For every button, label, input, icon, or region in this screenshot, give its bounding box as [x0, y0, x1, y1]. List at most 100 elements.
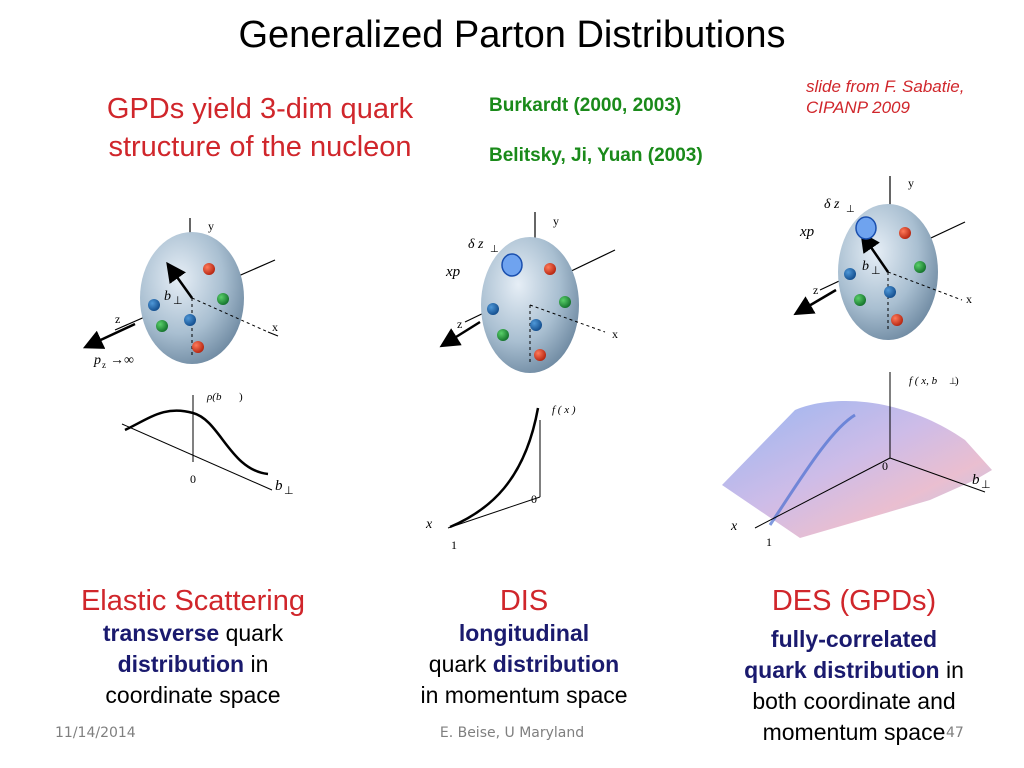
fx-curve: [449, 407, 540, 529]
nucleon-figure-des: y z x δ z ⊥ xp b ⊥: [793, 176, 972, 340]
nucleon-figure-elastic: y z x b ⊥ p z →∞: [82, 218, 279, 370]
axis-x-label: x: [272, 320, 278, 334]
caption-des-line-2: quark distribution in: [744, 657, 964, 683]
one-label: 1: [766, 535, 772, 549]
pz-subscript: z: [102, 360, 106, 370]
fx-label: f ( x ): [552, 404, 576, 416]
probed-quark: [855, 216, 877, 240]
b-perp-subscript: ⊥: [284, 485, 294, 497]
axis-x-label: x: [966, 292, 972, 306]
caption-des-line-1: fully-correlated: [770, 626, 938, 652]
caption-elastic-heading: Elastic Scattering: [80, 585, 306, 617]
caption-des-line-4: momentum space: [762, 719, 946, 745]
reference-belitsky: Belitsky, Ji, Yuan (2003): [489, 145, 703, 166]
x-axis: [447, 496, 541, 529]
axis-y-label: y: [553, 214, 559, 228]
axis-y-label: y: [908, 176, 914, 190]
x-axis-hidden: [191, 297, 269, 333]
caption-des-line-3: both coordinate and: [752, 688, 956, 714]
quark-red: [891, 314, 903, 326]
fxb-label-close: ): [955, 375, 959, 387]
axis-y-label: y: [208, 219, 214, 233]
caption-des-heading: DES (GPDs): [771, 585, 937, 617]
quark-green: [217, 293, 229, 305]
gpd-surface: [722, 401, 992, 538]
xp-label: xp: [799, 224, 815, 240]
footer-page-number: 47: [946, 725, 964, 741]
gpd-surface-plot: f ( x, b ⊥ ) 0 b ⊥ x 1: [722, 372, 992, 549]
x-label: x: [730, 519, 738, 534]
quark-green: [854, 294, 866, 306]
caption-dis-line-1: longitudinal: [458, 620, 590, 646]
quark-red: [534, 349, 546, 361]
zero-label: 0: [190, 472, 196, 486]
b-perp-arrow: [860, 231, 890, 273]
x-label: x: [425, 517, 433, 532]
z-axis-arrow: [439, 320, 481, 348]
axis-z-label: z: [115, 312, 120, 326]
credit-line-2: CIPANP 2009: [806, 98, 910, 117]
tagline: GPDs yield 3-dim quark structure of the …: [60, 90, 460, 166]
rho-label-close: ): [239, 391, 243, 403]
rho-plot: ρ(b ) 0 b ⊥: [121, 391, 294, 497]
caption-elastic-line-2: distribution in: [117, 651, 269, 677]
fxb-label: f ( x, b: [909, 375, 938, 387]
credit-line-1: slide from F. Sabatie,: [806, 77, 965, 96]
x-axis: [754, 457, 891, 529]
axis-x-label: x: [612, 327, 618, 341]
b-label: b: [275, 478, 283, 494]
b-perp-subscript: ⊥: [981, 479, 991, 491]
rho-label: ρ(b: [206, 391, 222, 403]
quark-blue: [884, 286, 896, 298]
one-label: 1: [451, 538, 457, 552]
quark-green: [559, 296, 571, 308]
delta-z-label: δ z: [468, 237, 484, 252]
tagline-line-1: GPDs yield 3-dim quark: [106, 93, 414, 125]
pz-label: p: [93, 353, 101, 368]
b-axis: [889, 457, 986, 493]
delta-z-subscript: ⊥: [490, 244, 499, 255]
caption-elastic: Elastic Scattering transverse quark dist…: [40, 584, 346, 711]
caption-dis: DIS longitudinal quark distribution in m…: [374, 584, 674, 711]
quark-red: [192, 341, 204, 353]
caption-elastic-line-1: transverse quark: [102, 620, 284, 646]
xp-label: xp: [445, 264, 461, 280]
caption-des: DES (GPDs) fully-correlated quark distri…: [704, 584, 1004, 748]
quark-blue: [844, 268, 856, 280]
x-axis: [267, 331, 279, 337]
caption-dis-line-3: in momentum space: [420, 682, 628, 708]
quark-blue: [148, 299, 160, 311]
z-axis-arrow: [793, 288, 837, 316]
b-label: b: [862, 259, 869, 274]
fxb-subscript: ⊥: [949, 376, 957, 386]
quark-red: [544, 263, 556, 275]
footer-author: E. Beise, U Maryland: [439, 725, 585, 741]
delta-z-label: δ z: [824, 197, 840, 212]
tagline-line-2: structure of the nucleon: [108, 131, 412, 163]
z-axis-arrow: [82, 322, 136, 349]
delta-z-subscript: ⊥: [846, 204, 855, 215]
quark-green: [156, 320, 168, 332]
axis-z-label: z: [813, 283, 818, 297]
caption-dis-heading: DIS: [499, 585, 549, 617]
quark-green: [914, 261, 926, 273]
b-label: b: [164, 289, 171, 304]
nucleon-figure-dis: y z x δ z ⊥ xp: [439, 212, 618, 373]
quark-blue: [487, 303, 499, 315]
b-perp-subscript: ⊥: [871, 265, 881, 277]
fx-plot: f ( x ) 0 x 1: [425, 404, 576, 552]
footer-date: 11/14/2014: [55, 725, 136, 741]
quark-blue: [530, 319, 542, 331]
b-perp-subscript: ⊥: [173, 295, 183, 307]
pz-infinity: →∞: [110, 353, 134, 368]
probed-quark: [501, 253, 523, 277]
b-perp-arrow: [166, 261, 194, 299]
slide-credit: slide from F. Sabatie, CIPANP 2009: [806, 76, 964, 118]
reference-burkardt: Burkardt (2000, 2003): [489, 95, 682, 116]
rho-curve: [124, 409, 269, 476]
quark-blue: [184, 314, 196, 326]
caption-elastic-line-3: coordinate space: [105, 682, 281, 708]
b-axis: [121, 423, 273, 491]
quark-red: [203, 263, 215, 275]
